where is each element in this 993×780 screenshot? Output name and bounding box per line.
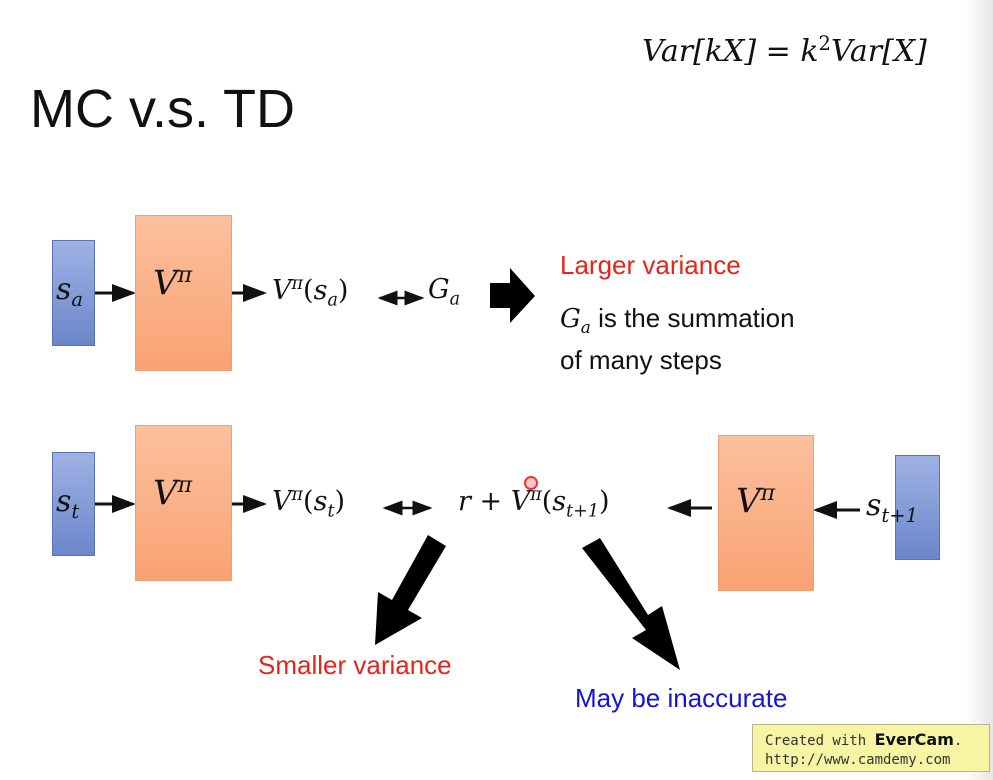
larger-variance-text: Larger variance [560, 250, 741, 280]
mc-output-label: Vπ(sa) [272, 274, 349, 311]
formula-lhs: Var[kX] [642, 34, 757, 69]
value-network-td-label: Vπ [153, 472, 193, 514]
state-st1-label: st+1 [866, 488, 918, 527]
evercam-watermark: Created with EverCam. http://www.camdemy… [752, 724, 990, 772]
formula-exp: 2 [818, 32, 831, 55]
td-output-label: Vπ(st) [272, 485, 346, 522]
pointer-cursor [524, 476, 538, 490]
state-st-label: st [56, 484, 80, 523]
formula-eq: = [765, 34, 791, 69]
watermark-line2: http://www.camdemy.com [765, 752, 951, 768]
slide-title: MC v.s. TD [30, 79, 295, 139]
smaller-variance-text: Smaller variance [258, 650, 452, 680]
summation-note: Ga is the summation [560, 303, 795, 338]
many-steps-note: of many steps [560, 345, 722, 375]
variance-formula: Var[kX] = k2Var[X] [642, 32, 927, 69]
mc-target-label: Ga [428, 274, 461, 310]
watermark-line1: Created with EverCam. [765, 730, 963, 749]
state-box-sa [52, 240, 95, 346]
value-network-mc-label: Vπ [153, 262, 193, 304]
big-arrow-smaller-variance [375, 535, 446, 645]
may-be-inaccurate-text: May be inaccurate [575, 683, 788, 713]
big-arrow-mc [490, 268, 535, 323]
td-target-label: r + Vπ(st+1) [458, 485, 610, 522]
formula-k: k [800, 34, 819, 69]
value-network-mc [135, 215, 232, 371]
value-network-td [135, 425, 232, 581]
formula-rhs: Var[X] [830, 34, 927, 69]
value-network-td-next-label: Vπ [736, 480, 776, 522]
value-network-td-next [718, 435, 814, 591]
state-sa-label: sa [56, 272, 84, 311]
state-box-st1 [895, 455, 940, 560]
state-box-st [52, 452, 95, 556]
big-arrow-inaccurate [582, 538, 680, 670]
